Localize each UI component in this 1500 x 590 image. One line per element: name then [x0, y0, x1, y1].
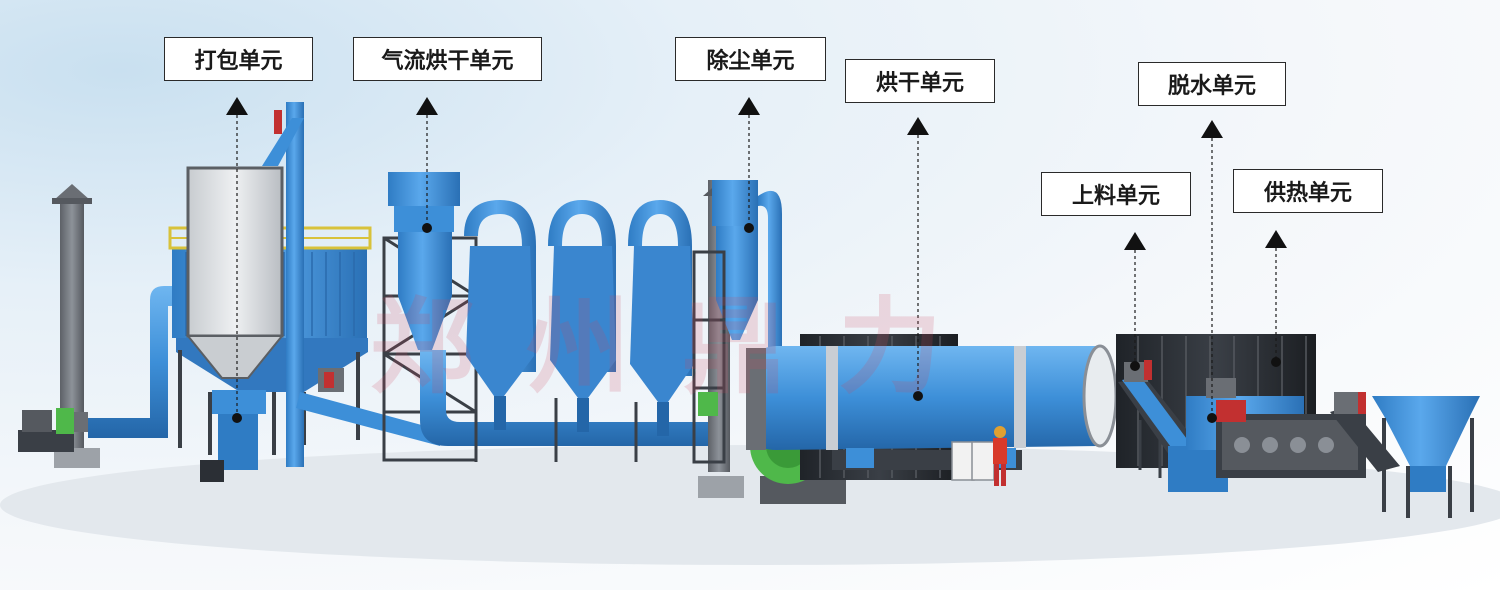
- dot-marker-icon: [1207, 413, 1217, 423]
- arrow-up-icon: [1201, 120, 1223, 138]
- watermark: 郑州鼎力: [370, 285, 995, 408]
- callout-arrowheads: [226, 97, 1287, 250]
- dot-marker-icon: [744, 223, 754, 233]
- arrow-up-icon: [416, 97, 438, 115]
- callout-pointers: [236, 115, 1277, 418]
- dot-marker-icon: [1271, 357, 1281, 367]
- arrow-up-icon: [226, 97, 248, 115]
- dot-marker-icon: [1130, 361, 1140, 371]
- dot-marker-icon: [913, 391, 923, 401]
- label-dewatering-unit: 脱水单元: [1138, 62, 1286, 106]
- arrow-up-icon: [907, 117, 929, 135]
- dot-marker-icon: [232, 413, 242, 423]
- motor-pump-left: [18, 408, 88, 452]
- drying-unit: [746, 334, 1118, 486]
- label-feeding-unit: 上料单元: [1041, 172, 1191, 216]
- label-dust-removal-unit: 除尘单元: [675, 37, 826, 81]
- worker-icon: [993, 426, 1007, 486]
- airflow-drying-unit: [382, 172, 720, 462]
- label-airflow-drying-unit: 气流烘干单元: [353, 37, 542, 81]
- arrow-up-icon: [738, 97, 760, 115]
- arrow-up-icon: [1124, 232, 1146, 250]
- label-packing-unit: 打包单元: [164, 37, 313, 81]
- dust-removal-unit: [692, 180, 854, 504]
- packing-unit: [88, 102, 440, 482]
- dot-marker-icon: [422, 223, 432, 233]
- dewatering-unit: [1168, 378, 1480, 518]
- label-heat-supply-unit: 供热单元: [1233, 169, 1383, 213]
- arrow-up-icon: [1265, 230, 1287, 248]
- label-drying-unit: 烘干单元: [845, 59, 995, 103]
- floor-shadow: [0, 445, 1500, 565]
- callout-markers: [232, 223, 1281, 423]
